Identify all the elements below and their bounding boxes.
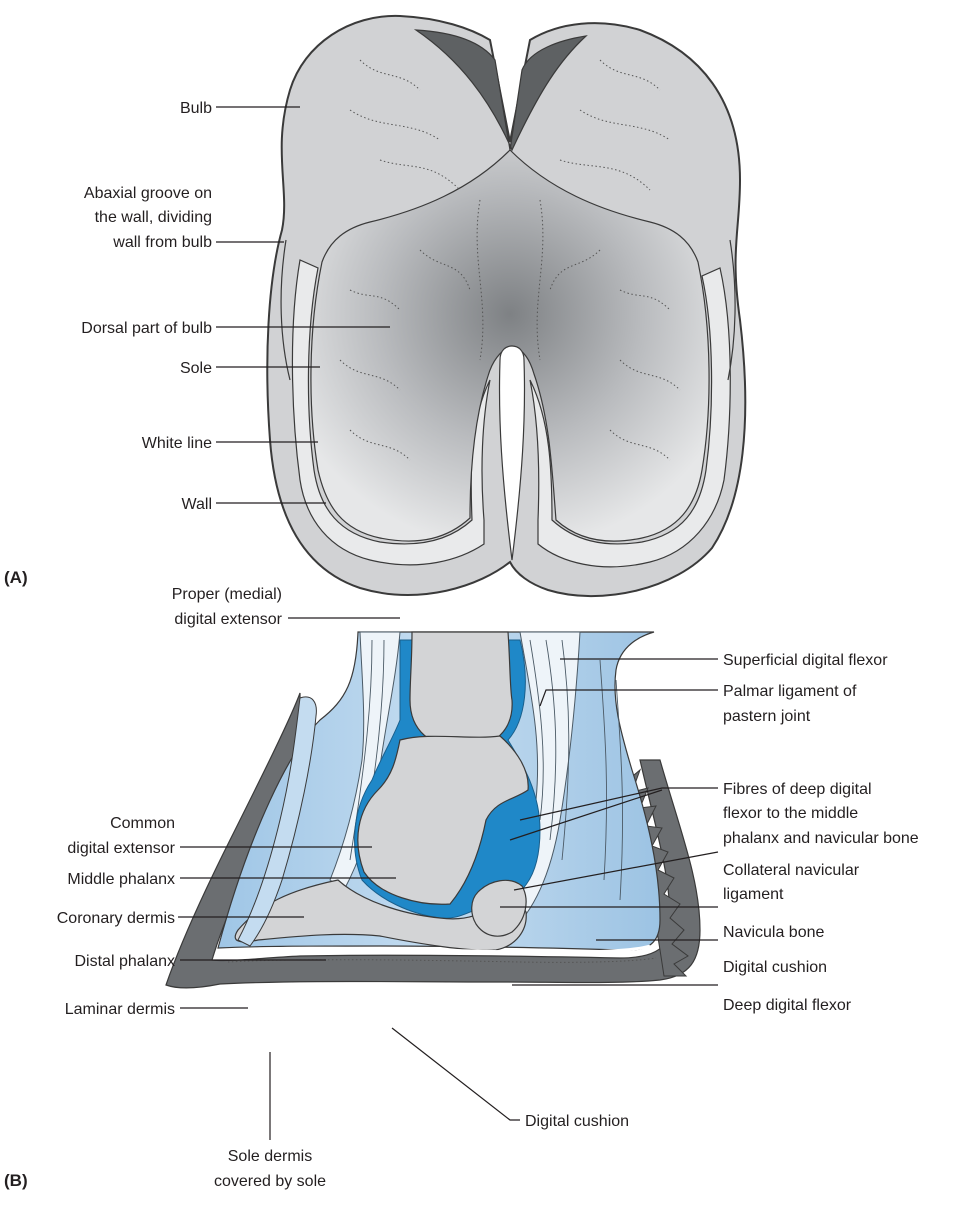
label-common-extensor-2: digital extensor bbox=[67, 840, 175, 857]
label-superficial-flexor: Superficial digital flexor bbox=[723, 652, 888, 669]
label-collateral-1: Collateral navicular bbox=[723, 862, 860, 879]
label-sole-dermis-2: covered by sole bbox=[214, 1173, 326, 1190]
label-digital-cushion-bottom: Digital cushion bbox=[525, 1113, 629, 1130]
label-coronary-dermis: Coronary dermis bbox=[57, 910, 175, 927]
label-collateral-2: ligament bbox=[723, 886, 784, 903]
panel-a-illustration bbox=[267, 16, 745, 596]
label-proper-extensor-2: digital extensor bbox=[174, 611, 282, 628]
label-abaxial-3: wall from bulb bbox=[112, 234, 212, 251]
label-abaxial-2: the wall, dividing bbox=[95, 209, 212, 226]
label-fibres-3: phalanx and navicular bone bbox=[723, 830, 919, 847]
label-middle-phalanx: Middle phalanx bbox=[67, 871, 175, 888]
label-white-line: White line bbox=[142, 435, 212, 452]
panel-b-illustration bbox=[166, 632, 700, 988]
label-sole-dermis-1: Sole dermis bbox=[228, 1148, 312, 1165]
label-proper-extensor-1: Proper (medial) bbox=[172, 586, 282, 603]
label-laminar-dermis: Laminar dermis bbox=[65, 1001, 175, 1018]
label-bulb: Bulb bbox=[180, 100, 212, 117]
label-digital-cushion-right: Digital cushion bbox=[723, 959, 827, 976]
panel-b-tag: (B) bbox=[4, 1171, 28, 1190]
label-palmar-ligament-2: pastern joint bbox=[723, 708, 811, 725]
label-fibres-1: Fibres of deep digital bbox=[723, 781, 872, 798]
label-palmar-ligament-1: Palmar ligament of bbox=[723, 683, 857, 700]
proximal-phalanx bbox=[410, 632, 512, 748]
label-abaxial-1: Abaxial groove on bbox=[84, 185, 212, 202]
label-common-extensor-1: Common bbox=[110, 815, 175, 832]
label-distal-phalanx: Distal phalanx bbox=[75, 953, 176, 970]
panel-a-tag: (A) bbox=[4, 568, 28, 587]
label-fibres-2: flexor to the middle bbox=[723, 805, 858, 822]
label-sole: Sole bbox=[180, 360, 212, 377]
label-dorsal-bulb: Dorsal part of bulb bbox=[81, 320, 212, 337]
panel-a-labels: Bulb Abaxial groove on the wall, dividin… bbox=[4, 100, 212, 587]
label-navicula: Navicula bone bbox=[723, 924, 825, 941]
label-deep-flexor: Deep digital flexor bbox=[723, 997, 852, 1014]
label-wall: Wall bbox=[181, 496, 212, 513]
